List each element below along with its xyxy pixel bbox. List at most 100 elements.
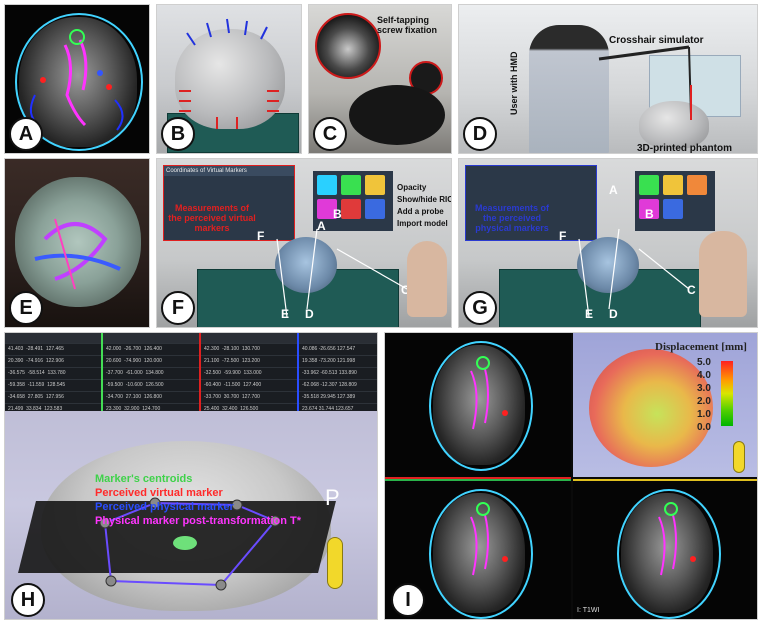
- colorbar-tick: 4.0: [697, 370, 711, 381]
- menu-panel: [313, 171, 393, 231]
- table-row: 23.300 32.900 124.700: [103, 403, 199, 415]
- pointer-lines: [276, 228, 408, 318]
- caption-user: User with HMD: [509, 51, 519, 115]
- legend-centroid: Marker's centroids: [95, 473, 193, 485]
- color-tile-magenta[interactable]: [639, 199, 659, 219]
- panel-d: User with HMD Crosshair simulator 3D-pri…: [458, 4, 758, 154]
- table-row: 42.300 -28.100 130.700: [201, 343, 297, 355]
- panel-g: Measurements of the perceived physical m…: [458, 158, 758, 328]
- marker-polygons: [99, 497, 281, 591]
- table-row: -33.700 30.700 127.700: [201, 391, 297, 403]
- color-tile-blue[interactable]: [663, 199, 683, 219]
- table-row: 41.403 -28.491 127.465: [5, 343, 101, 355]
- hologram-brain: [577, 237, 639, 293]
- panel-b: B: [156, 4, 302, 154]
- colorbar-tick: 0.0: [697, 422, 711, 433]
- panel-h: 41.403 -28.491 127.465 20.390 -74.916 12…: [4, 332, 378, 620]
- table-row: -59.358 -11.559 128.545: [5, 379, 101, 391]
- table-row: 42.000 -26.700 126.400: [103, 343, 199, 355]
- table-row: 23.674 31.744 123.657: [299, 403, 377, 415]
- table-row: -37.700 -61.000 134.800: [103, 367, 199, 379]
- point-label-d: D: [305, 307, 314, 321]
- color-tile-green[interactable]: [639, 175, 659, 195]
- color-tile-yellow[interactable]: [365, 175, 385, 195]
- panel-label: G: [463, 291, 497, 325]
- color-tile-magenta[interactable]: [317, 199, 337, 219]
- color-tile-red[interactable]: [341, 199, 361, 219]
- color-tile-blue[interactable]: [365, 199, 385, 219]
- phantom-skull: [639, 101, 709, 149]
- coords-table-2: 42.000 -26.700 126.400 20.600 -74.900 12…: [103, 333, 201, 412]
- table-row: -34.658 27.805 127.956: [5, 391, 101, 403]
- point-label-e: E: [281, 307, 290, 321]
- mri-view-bottom-right: I: T1WI: [573, 479, 757, 619]
- point-label-c: C: [401, 283, 410, 297]
- point-label-a: A: [609, 183, 618, 197]
- phantom-dark: [349, 85, 445, 145]
- table-row: -34.700 27.100 126.800: [103, 391, 199, 403]
- opacity-tile[interactable]: [317, 175, 337, 195]
- color-tile-green[interactable]: [341, 175, 361, 195]
- panel-e: E: [4, 158, 150, 328]
- tract-overlay: [34, 218, 121, 290]
- marker-arrows: [179, 18, 279, 129]
- table-row: -32.500 -59.900 133.000: [201, 367, 297, 379]
- menu-panel: [635, 171, 715, 231]
- hologram-brain: [275, 237, 337, 293]
- panel-c: Self-tapping screw fixation C: [308, 4, 452, 154]
- displacement-view: Displacement [mm] 5.0 4.0 3.0 2.0 1.0 0.…: [573, 333, 757, 477]
- point-label-a: A: [317, 219, 326, 233]
- legend-physical: Perceived physical marker: [95, 501, 234, 513]
- simulator-rig: [598, 45, 692, 120]
- orientation-figure-icon: [733, 441, 745, 473]
- zoom-inset: [315, 13, 381, 79]
- skull-outline: [429, 489, 533, 619]
- colorbar-tick: 1.0: [697, 409, 711, 420]
- hologram-brain: [15, 177, 141, 307]
- colorbar-tick: 3.0: [697, 383, 711, 394]
- table-row: -60.400 -11.500 127.400: [201, 379, 297, 391]
- displacement-colorbar: [721, 361, 733, 426]
- tract-overlay: [29, 29, 124, 131]
- caption-screw: Self-tapping screw fixation: [377, 15, 438, 35]
- displacement-surface: [589, 349, 713, 467]
- coords-table-4: 40.086 -26.656 127.547 19.358 -73.200 12…: [299, 333, 377, 412]
- table-row: 20.600 -74.900 120.000: [103, 355, 199, 367]
- color-tile-orange[interactable]: [687, 175, 707, 195]
- color-tile-yellow[interactable]: [663, 175, 683, 195]
- panel-label: F: [161, 291, 195, 325]
- panel-a: A: [4, 4, 150, 154]
- point-label-b: B: [645, 207, 654, 221]
- view-label: I: T1WI: [577, 607, 600, 614]
- skull-outline: [15, 13, 143, 151]
- pointer-lines: [578, 228, 690, 318]
- table-row: 19.358 -73.200 121.998: [299, 355, 377, 367]
- orientation-figure-icon: [327, 537, 343, 589]
- colorbar-tick: 5.0: [697, 357, 711, 368]
- table-row: -36.575 -58.514 133.780: [5, 367, 101, 379]
- phantom-skull: [175, 29, 285, 129]
- legend-post-transform: Physical marker post-transformation T*: [95, 515, 302, 527]
- point-label-f: F: [559, 229, 567, 243]
- point-label-d: D: [609, 307, 618, 321]
- coords-table-3: 42.300 -28.100 130.700 21.100 -72.500 12…: [201, 333, 299, 412]
- coordinates-table: [465, 165, 597, 241]
- panel-label: C: [313, 117, 347, 151]
- point-label-b: B: [333, 207, 342, 221]
- menu-item-import: Import model: [397, 219, 448, 228]
- hand-photo: [407, 241, 447, 317]
- table-row: 20.390 -74.916 122.906: [5, 355, 101, 367]
- colorbar-tick: 2.0: [697, 396, 711, 407]
- panel-i: Displacement [mm] 5.0 4.0 3.0 2.0 1.0 0.…: [384, 332, 758, 620]
- orientation-label: P: [325, 485, 340, 510]
- mri-view-top-left: [385, 333, 571, 479]
- point-label-f: F: [257, 229, 265, 243]
- caption-phantom: 3D-printed phantom: [637, 143, 732, 154]
- panel-label: A: [9, 117, 43, 151]
- table-row: 25.400 32.400 126.500: [201, 403, 297, 415]
- coords-table-1: 41.403 -28.491 127.465 20.390 -74.916 12…: [5, 333, 103, 412]
- skull-outline: [429, 341, 533, 471]
- panel-label: D: [463, 117, 497, 151]
- hand-photo: [699, 231, 747, 317]
- point-label-c: C: [687, 283, 696, 297]
